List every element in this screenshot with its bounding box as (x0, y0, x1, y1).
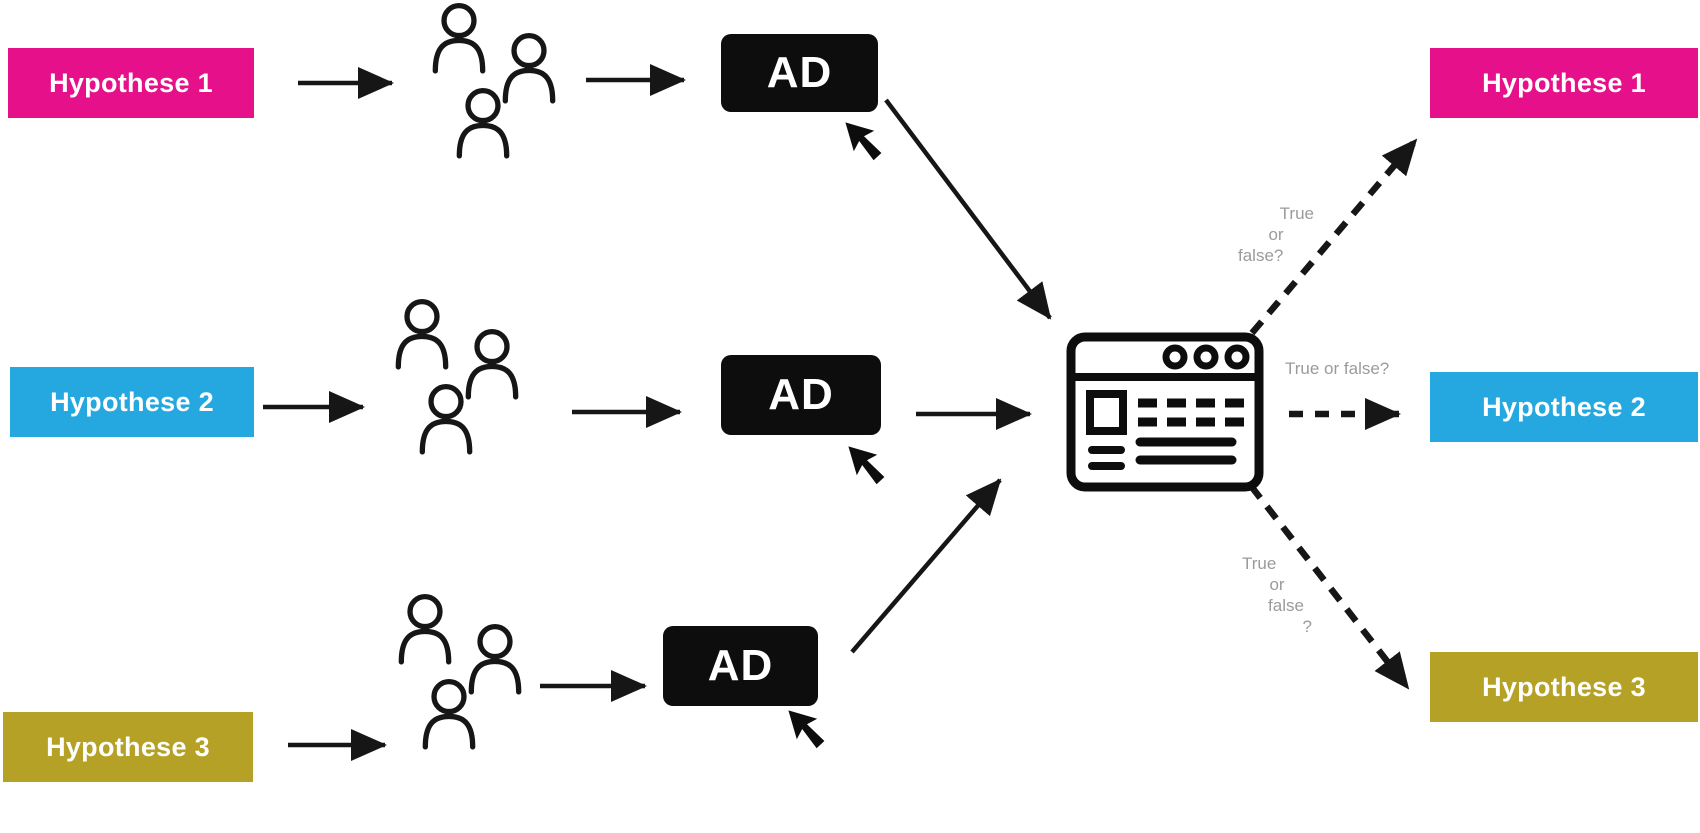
ad-label: AD (766, 48, 833, 97)
true-or-false-note-middle: True or false? (1285, 358, 1389, 379)
hypothesis-label: Hypothese 2 (1482, 391, 1646, 422)
hypothesis-label: Hypothese 3 (46, 731, 210, 762)
audience-group-icon-3 (386, 593, 526, 753)
true-or-false-note-bottom: True or false ? (1242, 553, 1312, 637)
audience-group-icon-1 (420, 2, 560, 162)
browser-dot-icon (1224, 344, 1250, 370)
note-line: or (1268, 225, 1284, 244)
note-line: ? (1302, 617, 1312, 636)
ad-box-2: AD (721, 355, 881, 435)
browser-dot-icon (1162, 344, 1188, 370)
browser-window-icon (1066, 332, 1264, 492)
browser-dot-icon (1193, 344, 1219, 370)
hypothesis-label: Hypothese 1 (49, 67, 213, 98)
dashed-arrow-browser-to-h3 (1248, 484, 1411, 690)
hypothesis-box-right-3: Hypothese 3 (1430, 652, 1698, 722)
note-line: True or false? (1285, 359, 1390, 378)
hypothesis-box-left-1: Hypothese 1 (8, 48, 254, 118)
note-line: false? (1238, 246, 1284, 265)
note-line: or (1269, 575, 1285, 594)
hypothesis-box-left-2: Hypothese 2 (10, 367, 254, 437)
note-line: True (1242, 554, 1277, 573)
cursor-icon-3 (786, 704, 834, 760)
ad-box-1: AD (721, 34, 878, 112)
hypothesis-box-right-1: Hypothese 1 (1430, 48, 1698, 118)
ad-box-3: AD (663, 626, 818, 706)
true-or-false-note-top: True or false? (1238, 203, 1314, 266)
hypothesis-box-right-2: Hypothese 2 (1430, 372, 1698, 442)
cursor-icon-1 (843, 116, 891, 172)
ad-label: AD (707, 641, 774, 690)
hypothesis-box-left-3: Hypothese 3 (3, 712, 253, 782)
arrow-ad3-to-browser (850, 478, 1002, 654)
cursor-icon-2 (846, 440, 894, 496)
arrow-ad1-to-browser (884, 98, 1052, 320)
note-line: false (1268, 596, 1304, 615)
note-line: True (1279, 204, 1314, 223)
ad-label: AD (768, 370, 834, 419)
hypothesis-label: Hypothese 3 (1482, 671, 1646, 702)
hypothesis-label: Hypothese 1 (1482, 67, 1646, 98)
audience-group-icon-2 (383, 298, 523, 458)
hypothesis-label: Hypothese 2 (50, 386, 214, 417)
dashed-arrow-browser-to-h1 (1249, 137, 1419, 336)
